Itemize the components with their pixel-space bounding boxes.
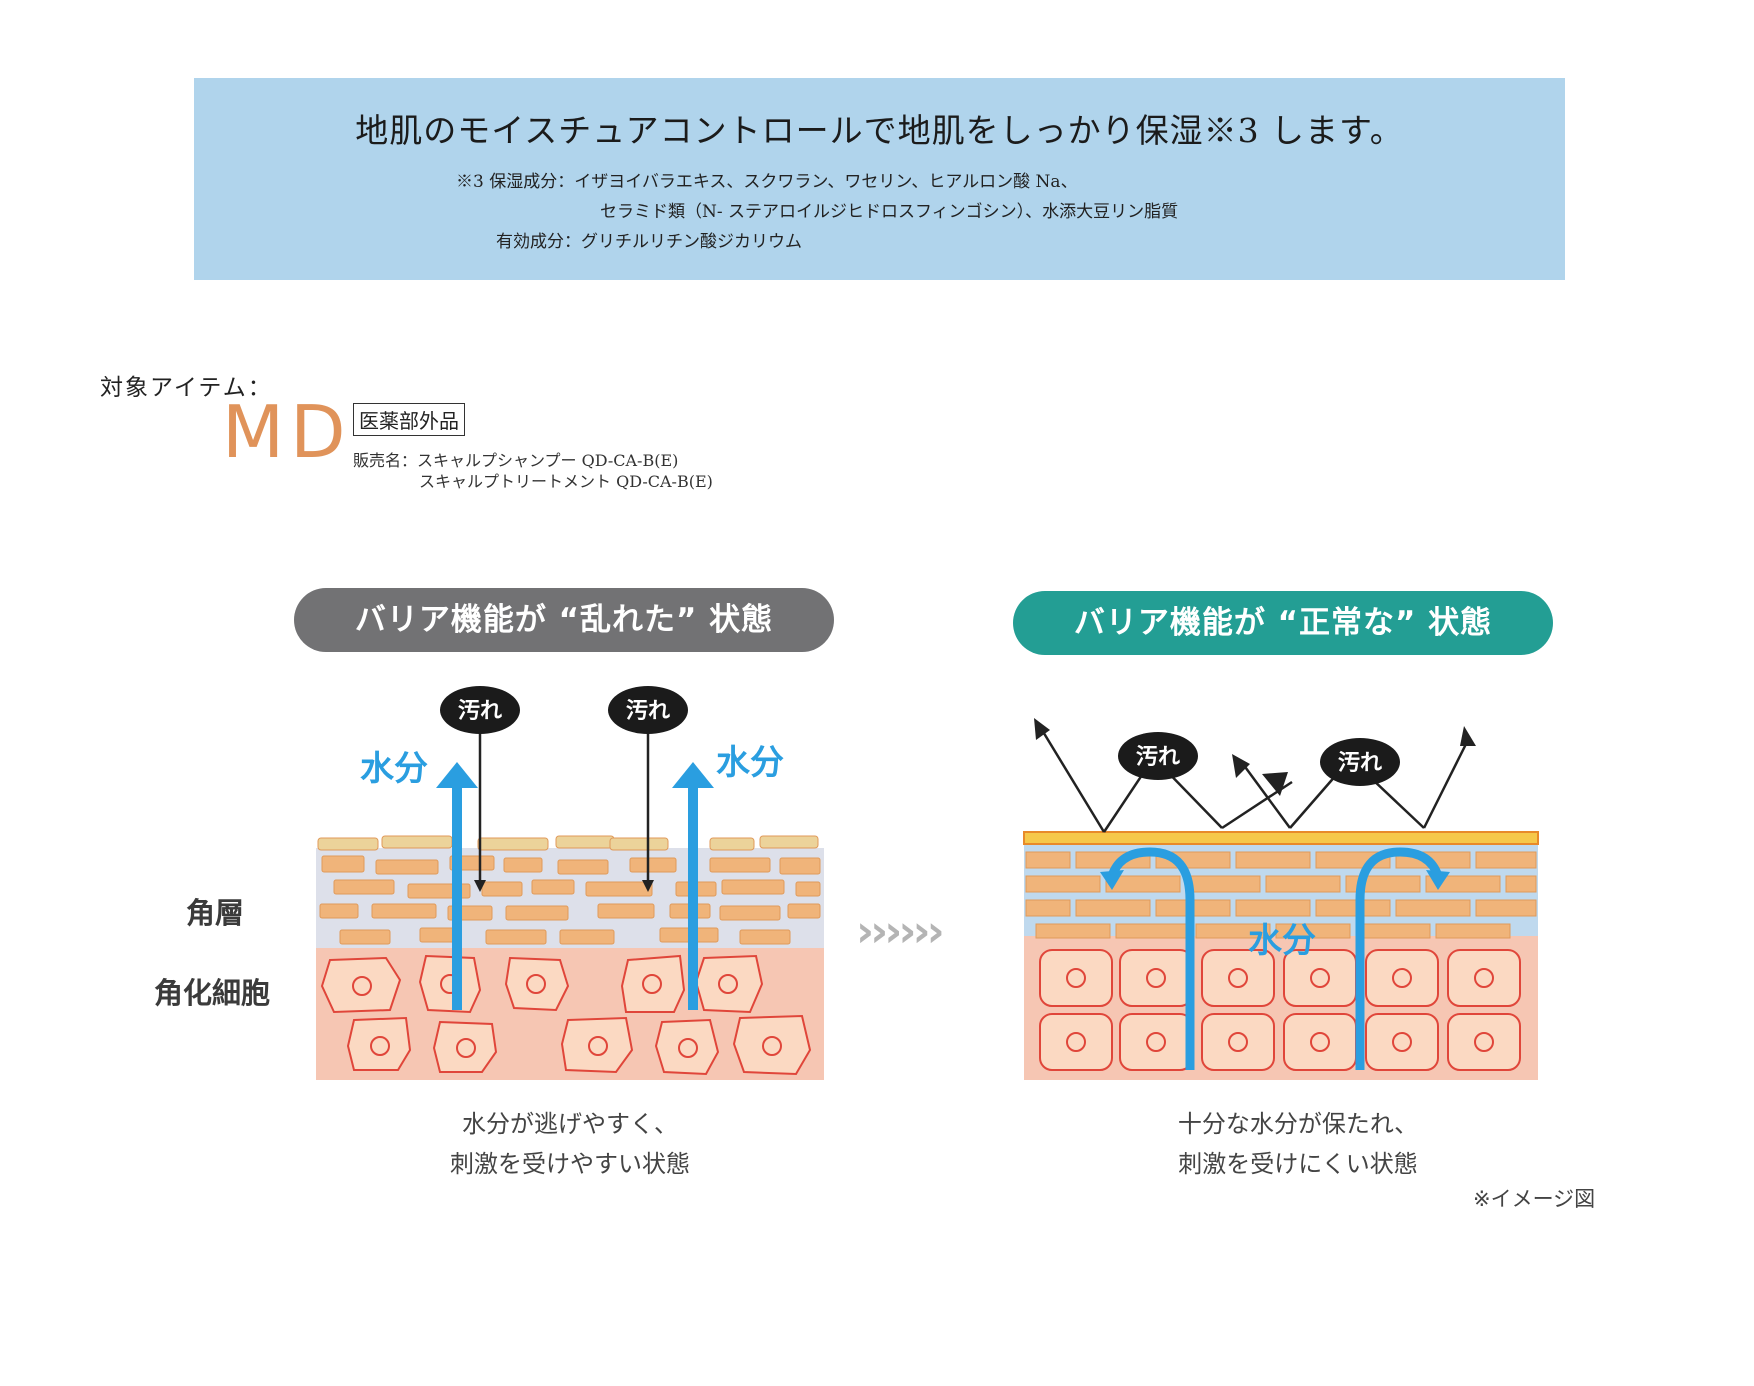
water-escape-arrow bbox=[452, 784, 462, 1010]
info-banner: 地肌のモイスチュアコントロールで地肌をしっかり保湿※3 します。 ※3 保湿成分… bbox=[194, 78, 1565, 280]
normal-caption: 十分な水分が保たれ、 刺激を受けにくい状態 bbox=[1088, 1104, 1508, 1184]
healthy-skin-diagram: 水分 汚れ 汚れ bbox=[1023, 718, 1539, 1080]
dirt-entry-arrowhead bbox=[642, 880, 654, 892]
barrier-film bbox=[1023, 831, 1539, 845]
dirt-label: 汚れ bbox=[1136, 745, 1180, 770]
quasi-drug-badge: 医薬部外品 bbox=[353, 403, 465, 436]
water-label: 水分 bbox=[360, 749, 428, 789]
disrupted-caption-line2: 刺激を受けやすい状態 bbox=[450, 1150, 690, 1178]
moisturizing-ingredients-line2: セラミド類（N- ステアロイルジヒドロスフィンゴシン）、水添大豆リン脂質 bbox=[600, 202, 1179, 222]
active-ingredient-line: 有効成分：グリチルリチン酸ジカリウム bbox=[496, 232, 802, 252]
water-retained-arrowhead bbox=[1426, 870, 1450, 890]
sale-name: 販売名：スキャルプシャンプー QD-CA-B(E) スキャルプトリートメント Q… bbox=[353, 450, 713, 492]
dirt-bubble bbox=[1118, 732, 1198, 780]
banner-title: 地肌のモイスチュアコントロールで地肌をしっかり保湿※3 します。 bbox=[355, 111, 1404, 150]
dirt-label: 汚れ bbox=[626, 699, 670, 724]
keratinocytes-label: 角化細胞 bbox=[154, 976, 271, 1010]
dirt-bubble bbox=[440, 686, 520, 734]
water-escape-arrow bbox=[688, 784, 698, 1010]
sale-name-line2: スキャルプトリートメント QD-CA-B(E) bbox=[419, 472, 713, 491]
dirt-bubble bbox=[608, 686, 688, 734]
dirt-entry-arrowhead bbox=[474, 880, 486, 892]
water-retained-arrow bbox=[1355, 847, 1443, 1070]
irregular-cells bbox=[320, 954, 812, 1076]
sale-name-line1: 販売名：スキャルプシャンプー QD-CA-B(E) bbox=[353, 451, 679, 470]
disrupted-skin-diagram: 汚れ 汚れ 水分 水分 bbox=[316, 686, 824, 1080]
normal-caption-line1: 十分な水分が保たれ、 bbox=[1177, 1110, 1419, 1138]
image-note: ※イメージ図 bbox=[1473, 1187, 1596, 1211]
md-logo: MD bbox=[222, 390, 352, 474]
disrupted-barrier-heading: バリア機能が “乱れた” 状態 bbox=[294, 588, 834, 652]
water-escape-arrowhead bbox=[672, 762, 714, 788]
dirt-bubble bbox=[1320, 738, 1400, 786]
target-item-label: 対象アイテム： bbox=[100, 375, 273, 401]
deflected-dirt-arrows bbox=[1040, 729, 1470, 833]
dirt-label: 汚れ bbox=[1338, 751, 1382, 776]
cell-nuclei bbox=[1066, 968, 1494, 1052]
disrupted-caption: 水分が逃げやすく、 刺激を受けやすい状態 bbox=[360, 1104, 780, 1184]
normal-caption-line2: 刺激を受けにくい状態 bbox=[1178, 1150, 1418, 1178]
water-retained-arrow bbox=[1107, 847, 1195, 1070]
disrupted-bricks bbox=[317, 835, 821, 945]
water-retained-arrowhead bbox=[1100, 870, 1124, 890]
moisturizing-ingredients-line1: ※3 保湿成分：イザヨイバラエキス、スクワラン、ワセリン、ヒアルロン酸 Na、 bbox=[456, 172, 1078, 192]
stratum-corneum-label: 角層 bbox=[186, 896, 245, 930]
dirt-label: 汚れ bbox=[458, 699, 502, 724]
water-label: 水分 bbox=[716, 743, 784, 783]
water-escape-arrowhead bbox=[436, 762, 478, 788]
transition-chevrons: ›››››› bbox=[856, 906, 945, 957]
regular-cells bbox=[1039, 949, 1521, 1071]
deflected-dirt-arrowheads bbox=[1034, 718, 1476, 796]
ordered-bricks bbox=[1025, 851, 1537, 939]
water-label: 水分 bbox=[1248, 921, 1316, 961]
normal-barrier-heading: バリア機能が “正常な” 状態 bbox=[1013, 591, 1553, 655]
disrupted-caption-line1: 水分が逃げやすく、 bbox=[462, 1110, 678, 1138]
